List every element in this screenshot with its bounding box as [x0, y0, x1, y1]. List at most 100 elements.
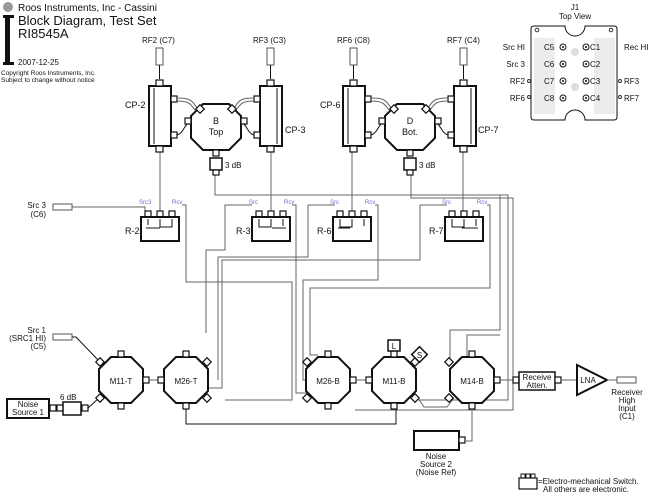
coupler-cp7[interactable]: CP-7: [447, 79, 499, 153]
company-name: Roos Instruments, Inc - Cassini: [18, 3, 157, 14]
receive-atten-sub: Atten.: [527, 381, 548, 390]
att-d-label: 3 dB: [419, 161, 435, 170]
short-label: S: [417, 351, 422, 360]
m26b-label: M26-B: [316, 377, 340, 386]
src1-pin: (C5): [30, 342, 46, 351]
logo-dot-icon: [3, 2, 13, 12]
revision-date: 2007-12-25: [18, 58, 59, 67]
legend: =Electro-mechanical Switch. All others a…: [518, 473, 639, 494]
receiver-input-high: High: [619, 396, 635, 405]
noise-source-2[interactable]: Noise Source 2 (Noise Ref): [413, 430, 466, 477]
src3-port[interactable]: Src 3 (C6): [27, 201, 73, 219]
rf2-port[interactable]: RF2 (C7): [142, 36, 175, 79]
j1-pin-c2: C2: [590, 60, 601, 69]
receive-attenuator[interactable]: Receive Atten.: [512, 371, 562, 391]
coupler-cp2[interactable]: CP-2: [125, 79, 178, 153]
subject-to-change-text: Subject to change without notice: [1, 77, 95, 84]
load-label: L: [392, 342, 397, 351]
hybrid-d-bot[interactable]: D Bot.: [378, 103, 442, 157]
diagram-title: Block Diagram, Test Set: [18, 13, 157, 28]
noise2-sub: Source 2: [420, 460, 453, 469]
cp6-label: CP-6: [320, 100, 341, 110]
r3-src-label: Src: [249, 200, 258, 206]
j1-left-label-3: RF6: [510, 94, 526, 103]
attenuator-3db-b: 3 dB: [209, 157, 241, 176]
switch-m26b[interactable]: M26-B: [301, 350, 357, 410]
hybrid-b-top[interactable]: B Top: [184, 103, 248, 157]
j1-pin-c3: C3: [590, 77, 601, 86]
j1-left-label-1: Src 3: [506, 60, 525, 69]
m11b-label: M11-B: [383, 377, 406, 386]
lna-amplifier[interactable]: LNA: [576, 363, 610, 397]
relay-r7[interactable]: Src Rcv R-7: [429, 200, 487, 242]
legend-line2: All others are electronic.: [543, 485, 629, 494]
rf7-label: RF7 (C4): [447, 36, 480, 45]
noise2-ref: (Noise Ref): [416, 468, 457, 477]
j1-pin-c5: C5: [544, 43, 555, 52]
rf3-port[interactable]: RF3 (C3): [253, 36, 286, 79]
j1-right-label-3: RF7: [624, 94, 640, 103]
j1-right-label-0: Rec HI: [624, 43, 648, 52]
j1-pin-c4: C4: [590, 94, 601, 103]
receiver-input-input: Input: [618, 404, 637, 413]
hybrid-d-sub: Bot.: [402, 127, 418, 137]
rf2-label: RF2 (C7): [142, 36, 175, 45]
relay-legend-icon: [518, 473, 538, 490]
att-b-label: 3 dB: [225, 161, 241, 170]
rf3-label: RF3 (C3): [253, 36, 286, 45]
title-block: Roos Instruments, Inc - Cassini Block Di…: [1, 2, 157, 84]
switch-m11t[interactable]: M11-T: [94, 350, 150, 410]
src1-label: Src 1: [27, 326, 46, 335]
coupler-cp3[interactable]: CP-3: [253, 79, 306, 153]
j1-subtitle: Top View: [559, 12, 592, 21]
src3-pin: (C6): [30, 210, 46, 219]
r3-rcv-label: Rcv: [284, 200, 294, 206]
r2-rcv-label: Rcv: [172, 200, 182, 206]
cp2-label: CP-2: [125, 100, 146, 110]
rf7-port[interactable]: RF7 (C4): [447, 36, 480, 79]
ri-logo-icon: [3, 15, 14, 65]
copyright-line: Copyright Roos Instruments, Inc.: [1, 70, 96, 77]
receive-atten-label: Receive: [523, 373, 552, 382]
j1-left-label-0: Src HI: [503, 43, 525, 52]
r3-label: R-3: [236, 226, 251, 236]
switch-m26t[interactable]: M26-T: [157, 350, 213, 410]
rf6-port[interactable]: RF6 (C8): [337, 36, 370, 79]
hybrid-d-label: D: [407, 116, 414, 126]
m14b-label: M14-B: [460, 377, 484, 386]
cp3-label: CP-3: [285, 125, 306, 135]
relay-r6[interactable]: Src Rcv R-6: [317, 200, 375, 242]
j1-title: J1: [571, 3, 580, 12]
hybrid-b-sub: Top: [209, 127, 224, 137]
j1-pin-c8: C8: [544, 94, 555, 103]
r2-label: R-2: [125, 226, 140, 236]
legend-line1: =Electro-mechanical Switch.: [538, 477, 639, 486]
j1-pin-c6: C6: [544, 60, 555, 69]
short-termination: S: [410, 345, 429, 364]
receiver-input-label: Receiver: [611, 388, 643, 397]
src1-port[interactable]: Src 1 (SRC1 HI) (C5): [9, 326, 100, 362]
switch-m14b[interactable]: M14-B: [443, 350, 501, 410]
lna-label: LNA: [580, 376, 596, 385]
m26t-label: M26-T: [174, 377, 197, 386]
j1-pin-c1: C1: [590, 43, 601, 52]
receiver-input-pin: (C1): [619, 412, 635, 421]
receiver-high-input[interactable]: Receiver High Input (C1): [611, 376, 643, 421]
r6-src-label: Src: [330, 200, 339, 206]
model-number: RI8545A: [18, 26, 69, 41]
relay-r2[interactable]: Src3 Rcv R-2: [125, 200, 182, 242]
load-termination: L: [387, 339, 401, 352]
relay-r3[interactable]: Src Rcv R-3: [236, 200, 294, 242]
r7-src-label: Src: [442, 200, 451, 206]
cp7-label: CP-7: [478, 125, 499, 135]
noise-source-1[interactable]: Noise Source 1 6 dB: [6, 393, 100, 419]
rf6-label: RF6 (C8): [337, 36, 370, 45]
noise1-label: Noise: [18, 400, 39, 409]
j1-right-label-2: RF3: [624, 77, 640, 86]
coupler-cp6[interactable]: CP-6: [320, 79, 372, 153]
r7-rcv-label: Rcv: [477, 200, 487, 206]
switch-m11b[interactable]: M11-B L S: [365, 339, 429, 410]
src3-label: Src 3: [27, 201, 46, 210]
connector-j1: J1 Top View Src HI Src 3 RF2 RF6 Rec HI …: [503, 3, 648, 121]
